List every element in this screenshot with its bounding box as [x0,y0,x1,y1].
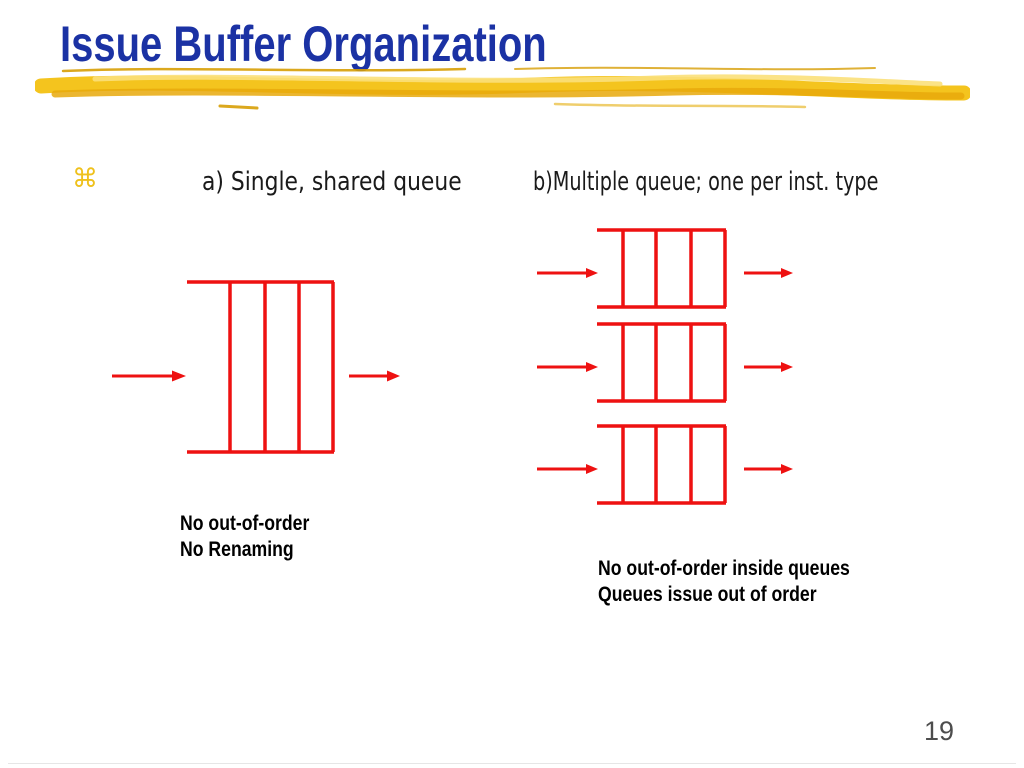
caption-line: Queues issue out of order [598,583,817,606]
multiple-queues-caption: No out-of-order inside queues Queues iss… [598,556,850,608]
single-queue-caption: No out-of-order No Renaming [180,511,309,563]
queue-input-arrow [112,370,186,382]
diagram-b-heading: b)Multiple queue; one per inst. type [533,167,879,197]
caption-line: No out-of-order [180,512,310,535]
page-number: 19 [924,716,955,746]
queue-row-3 [535,424,795,505]
diagram-a-heading: a) Single, shared queue [202,167,462,197]
queue-row-1 [535,228,795,309]
slide-title: Issue Buffer Organization [60,16,547,72]
queue-box [187,280,335,454]
caption-line: No Renaming [180,538,294,561]
caption-line: No out-of-order inside queues [598,557,850,580]
command-bullet-icon: ⌘ [72,164,98,194]
multiple-queues-diagram [535,228,795,505]
slide-bottom-edge-line [8,763,1016,764]
title-underline-brush-stroke [35,66,970,110]
queue-row-2 [535,322,795,403]
single-shared-queue-diagram [112,280,400,454]
queue-output-arrow [349,370,400,382]
